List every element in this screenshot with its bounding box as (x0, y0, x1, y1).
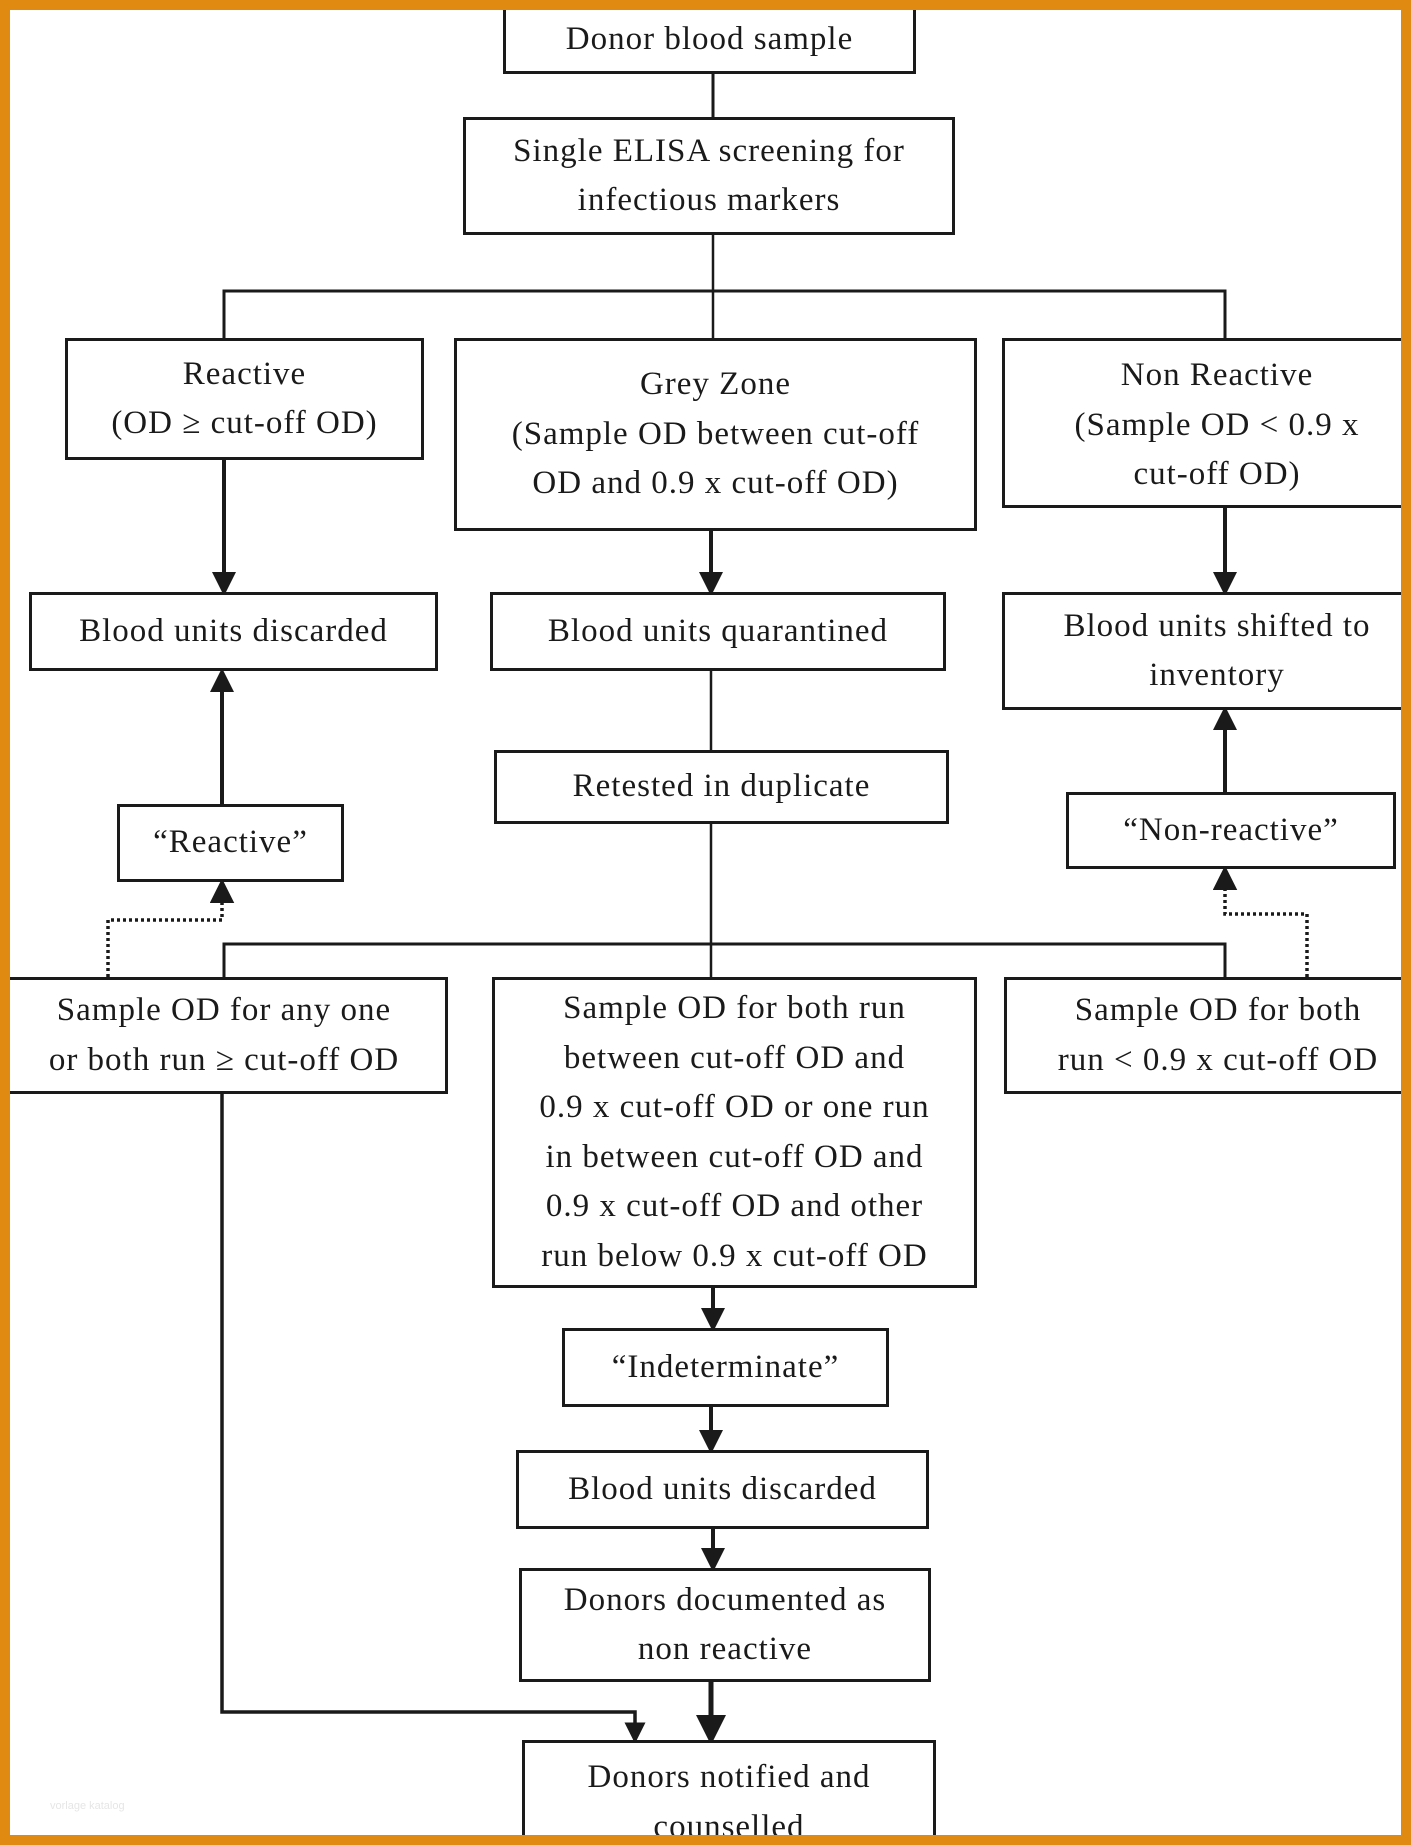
arrow-od-any-notified (220, 1094, 646, 1744)
dotted-od-any-to-reactive (106, 878, 235, 977)
node-result-non-reactive: “Non-reactive” (1066, 792, 1396, 869)
node-blood-units-discarded-left: Blood units discarded (29, 592, 438, 671)
node-donor-blood-sample: Donor blood sample (503, 10, 916, 74)
node-indeterminate: “Indeterminate” (562, 1328, 889, 1407)
connector-layer (106, 74, 1309, 1745)
node-reactive: Reactive(OD ≥ cut-off OD) (65, 338, 424, 460)
connector-lower-bus (222, 942, 1227, 977)
node-retested-in-duplicate: Retested in duplicate (494, 750, 949, 824)
dotted-od-below-to-nonreactive (1212, 865, 1309, 977)
node-blood-units-quarantined: Blood units quarantined (490, 592, 946, 671)
connector-branch-bus (222, 289, 1227, 350)
node-blood-units-discarded-center: Blood units discarded (516, 1450, 929, 1529)
node-result-reactive: “Reactive” (117, 804, 344, 882)
watermark-text: vorlage katalog (50, 1800, 125, 1812)
